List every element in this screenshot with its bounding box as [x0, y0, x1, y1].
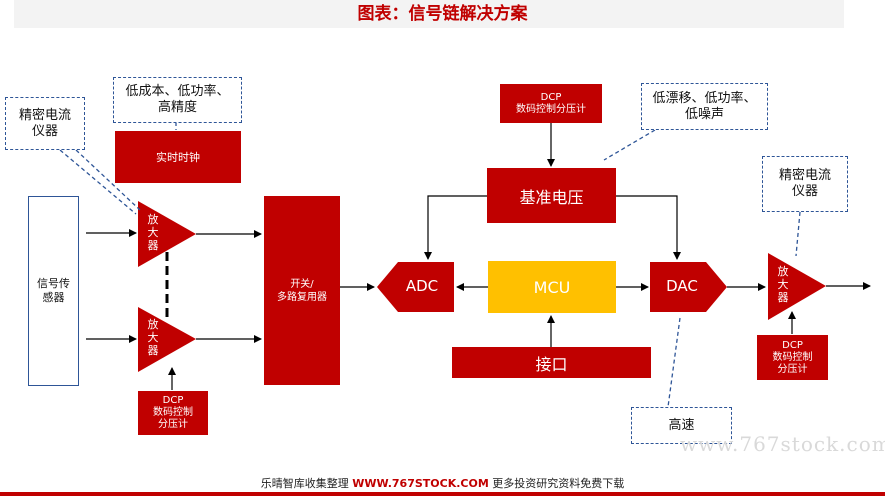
ref-to-adc-arrow — [424, 195, 487, 260]
footer-url-link[interactable]: WWW.767STOCK.COM — [352, 477, 489, 490]
callout-low-cost: 低成本、低功率、 高精度 — [113, 77, 242, 123]
callout-pointer-precision-right — [795, 211, 801, 257]
footer-text: 乐晴智库收集整理 WWW.767STOCK.COM 更多投资研究资料免费下载 — [0, 476, 885, 492]
callout-precision-right: 精密电流 仪器 — [762, 156, 848, 212]
page-title: 图表：信号链解决方案 — [357, 4, 528, 24]
adc-label: ADC — [405, 277, 439, 295]
mcu-block: MCU — [488, 261, 616, 313]
dac-shape — [650, 262, 727, 312]
interface-block: 接口 — [452, 347, 651, 378]
callout-pointer-precision-left — [75, 149, 141, 211]
amplifier-right-label: 放 大 器 — [777, 265, 789, 304]
amplifier-bottom — [138, 307, 196, 372]
dac-label: DAC — [666, 277, 698, 295]
amplifier-top-label: 放 大 器 — [147, 213, 159, 252]
footer-divider — [0, 492, 885, 496]
reference-voltage-block: 基准电压 — [487, 168, 616, 223]
amplifier-top — [138, 201, 196, 267]
callout-precision-left: 精密电流 仪器 — [5, 97, 85, 150]
ref-to-dac-arrow — [616, 195, 681, 260]
callout-pointer-low-drift — [603, 129, 656, 161]
mux-block: 开关/ 多路复用器 — [264, 196, 340, 385]
amplifier-right — [768, 253, 826, 320]
dcp-top-block: DCP 数码控制分压计 — [500, 84, 602, 123]
callout-high-speed: 高速 — [631, 407, 732, 444]
callout-pointer-precision-left-2 — [59, 149, 137, 215]
footer-prefix: 乐晴智库收集整理 — [260, 477, 353, 490]
watermark: www.767stock.com — [680, 432, 885, 456]
title-bar — [14, 0, 844, 28]
amplifier-bottom-label: 放 大 器 — [147, 318, 159, 357]
footer-suffix: 更多投资研究资料免费下载 — [488, 477, 625, 490]
callout-low-drift: 低漂移、低功率、 低噪声 — [641, 83, 768, 130]
realtime-clock-block: 实时时钟 — [115, 131, 241, 183]
dcp-right-block: DCP 数码控制 分压计 — [757, 335, 828, 380]
callout-pointer-high-speed — [667, 317, 681, 408]
dcp-left-block: DCP 数码控制 分压计 — [138, 391, 208, 435]
signal-sensor-block: 信号传 感器 — [28, 196, 79, 386]
adc-shape — [377, 262, 454, 312]
